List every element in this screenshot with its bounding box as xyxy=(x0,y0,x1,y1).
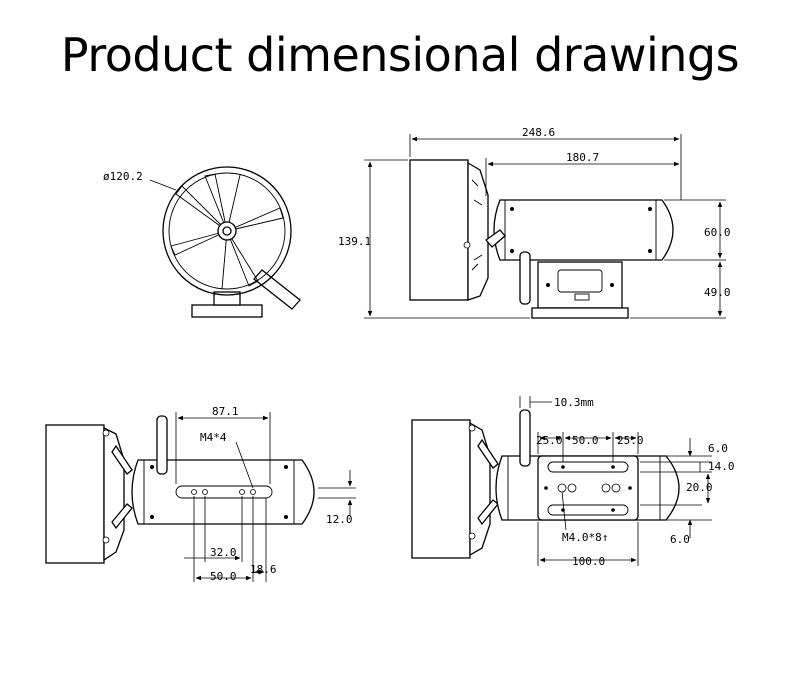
side-body-height: 60.0 xyxy=(704,226,731,239)
bottom-screw-label: M4.0*8↑ xyxy=(562,531,608,544)
top-offset-y: 12.0 xyxy=(326,513,353,526)
side-view: 248.6 180.7 139.1 60.0 49.0 xyxy=(338,126,731,319)
bottom-base-plate xyxy=(537,455,639,521)
side-base-block xyxy=(537,261,623,309)
top-hole-pitch-a: 32.0 xyxy=(210,546,237,559)
bottom-plate-width: 20.0 xyxy=(686,481,713,494)
bottom-edge-top: 6.0 xyxy=(708,442,728,455)
side-overall-length: 248.6 xyxy=(522,126,555,139)
side-flange xyxy=(467,161,489,301)
side-body-length: 180.7 xyxy=(566,151,599,164)
top-hole-pitch-b: 50.0 xyxy=(210,570,237,583)
bottom-edge-bottom: 6.0 xyxy=(670,533,690,546)
front-base-plate xyxy=(191,304,263,318)
top-screw-label: M4*4 xyxy=(200,431,227,444)
front-view: ø120.2 xyxy=(103,166,301,318)
bottom-shaft-diameter: 10.3mm xyxy=(554,396,594,409)
bottom-mount-plate xyxy=(411,419,471,559)
top-body xyxy=(131,459,315,525)
bottom-spacing-right: 25.0 xyxy=(617,434,644,447)
front-handle xyxy=(253,269,301,310)
bottom-spacing-left: 25.0 xyxy=(536,434,563,447)
top-mount-plate xyxy=(45,424,105,564)
side-overall-height: 139.1 xyxy=(338,235,371,248)
side-base-height: 49.0 xyxy=(704,286,731,299)
bottom-spacing-mid: 50.0 xyxy=(572,434,599,447)
front-diameter-label: ø120.2 xyxy=(103,170,143,183)
front-inner-ring xyxy=(168,172,286,290)
top-hole-span: 87.1 xyxy=(212,405,239,418)
side-body xyxy=(493,199,674,261)
bottom-plate-length: 100.0 xyxy=(572,555,605,568)
page-title: Product dimensional drawings xyxy=(60,28,740,82)
top-hole-edge: 18.6 xyxy=(250,563,277,576)
top-view: 87.1 M4*4 12.0 32.0 50.0 18.6 xyxy=(45,405,356,583)
top-lever xyxy=(156,415,168,475)
front-outer-ring xyxy=(162,166,292,296)
bottom-lever xyxy=(519,409,531,467)
side-mount-plate xyxy=(409,159,469,301)
front-hub-center xyxy=(222,226,232,236)
bottom-slot-width: 14.0 xyxy=(708,460,735,473)
side-lever xyxy=(519,251,531,305)
bottom-view: 10.3mm 25.0 50.0 25.0 6.0 14.0 20.0 6.0 … xyxy=(411,396,735,568)
